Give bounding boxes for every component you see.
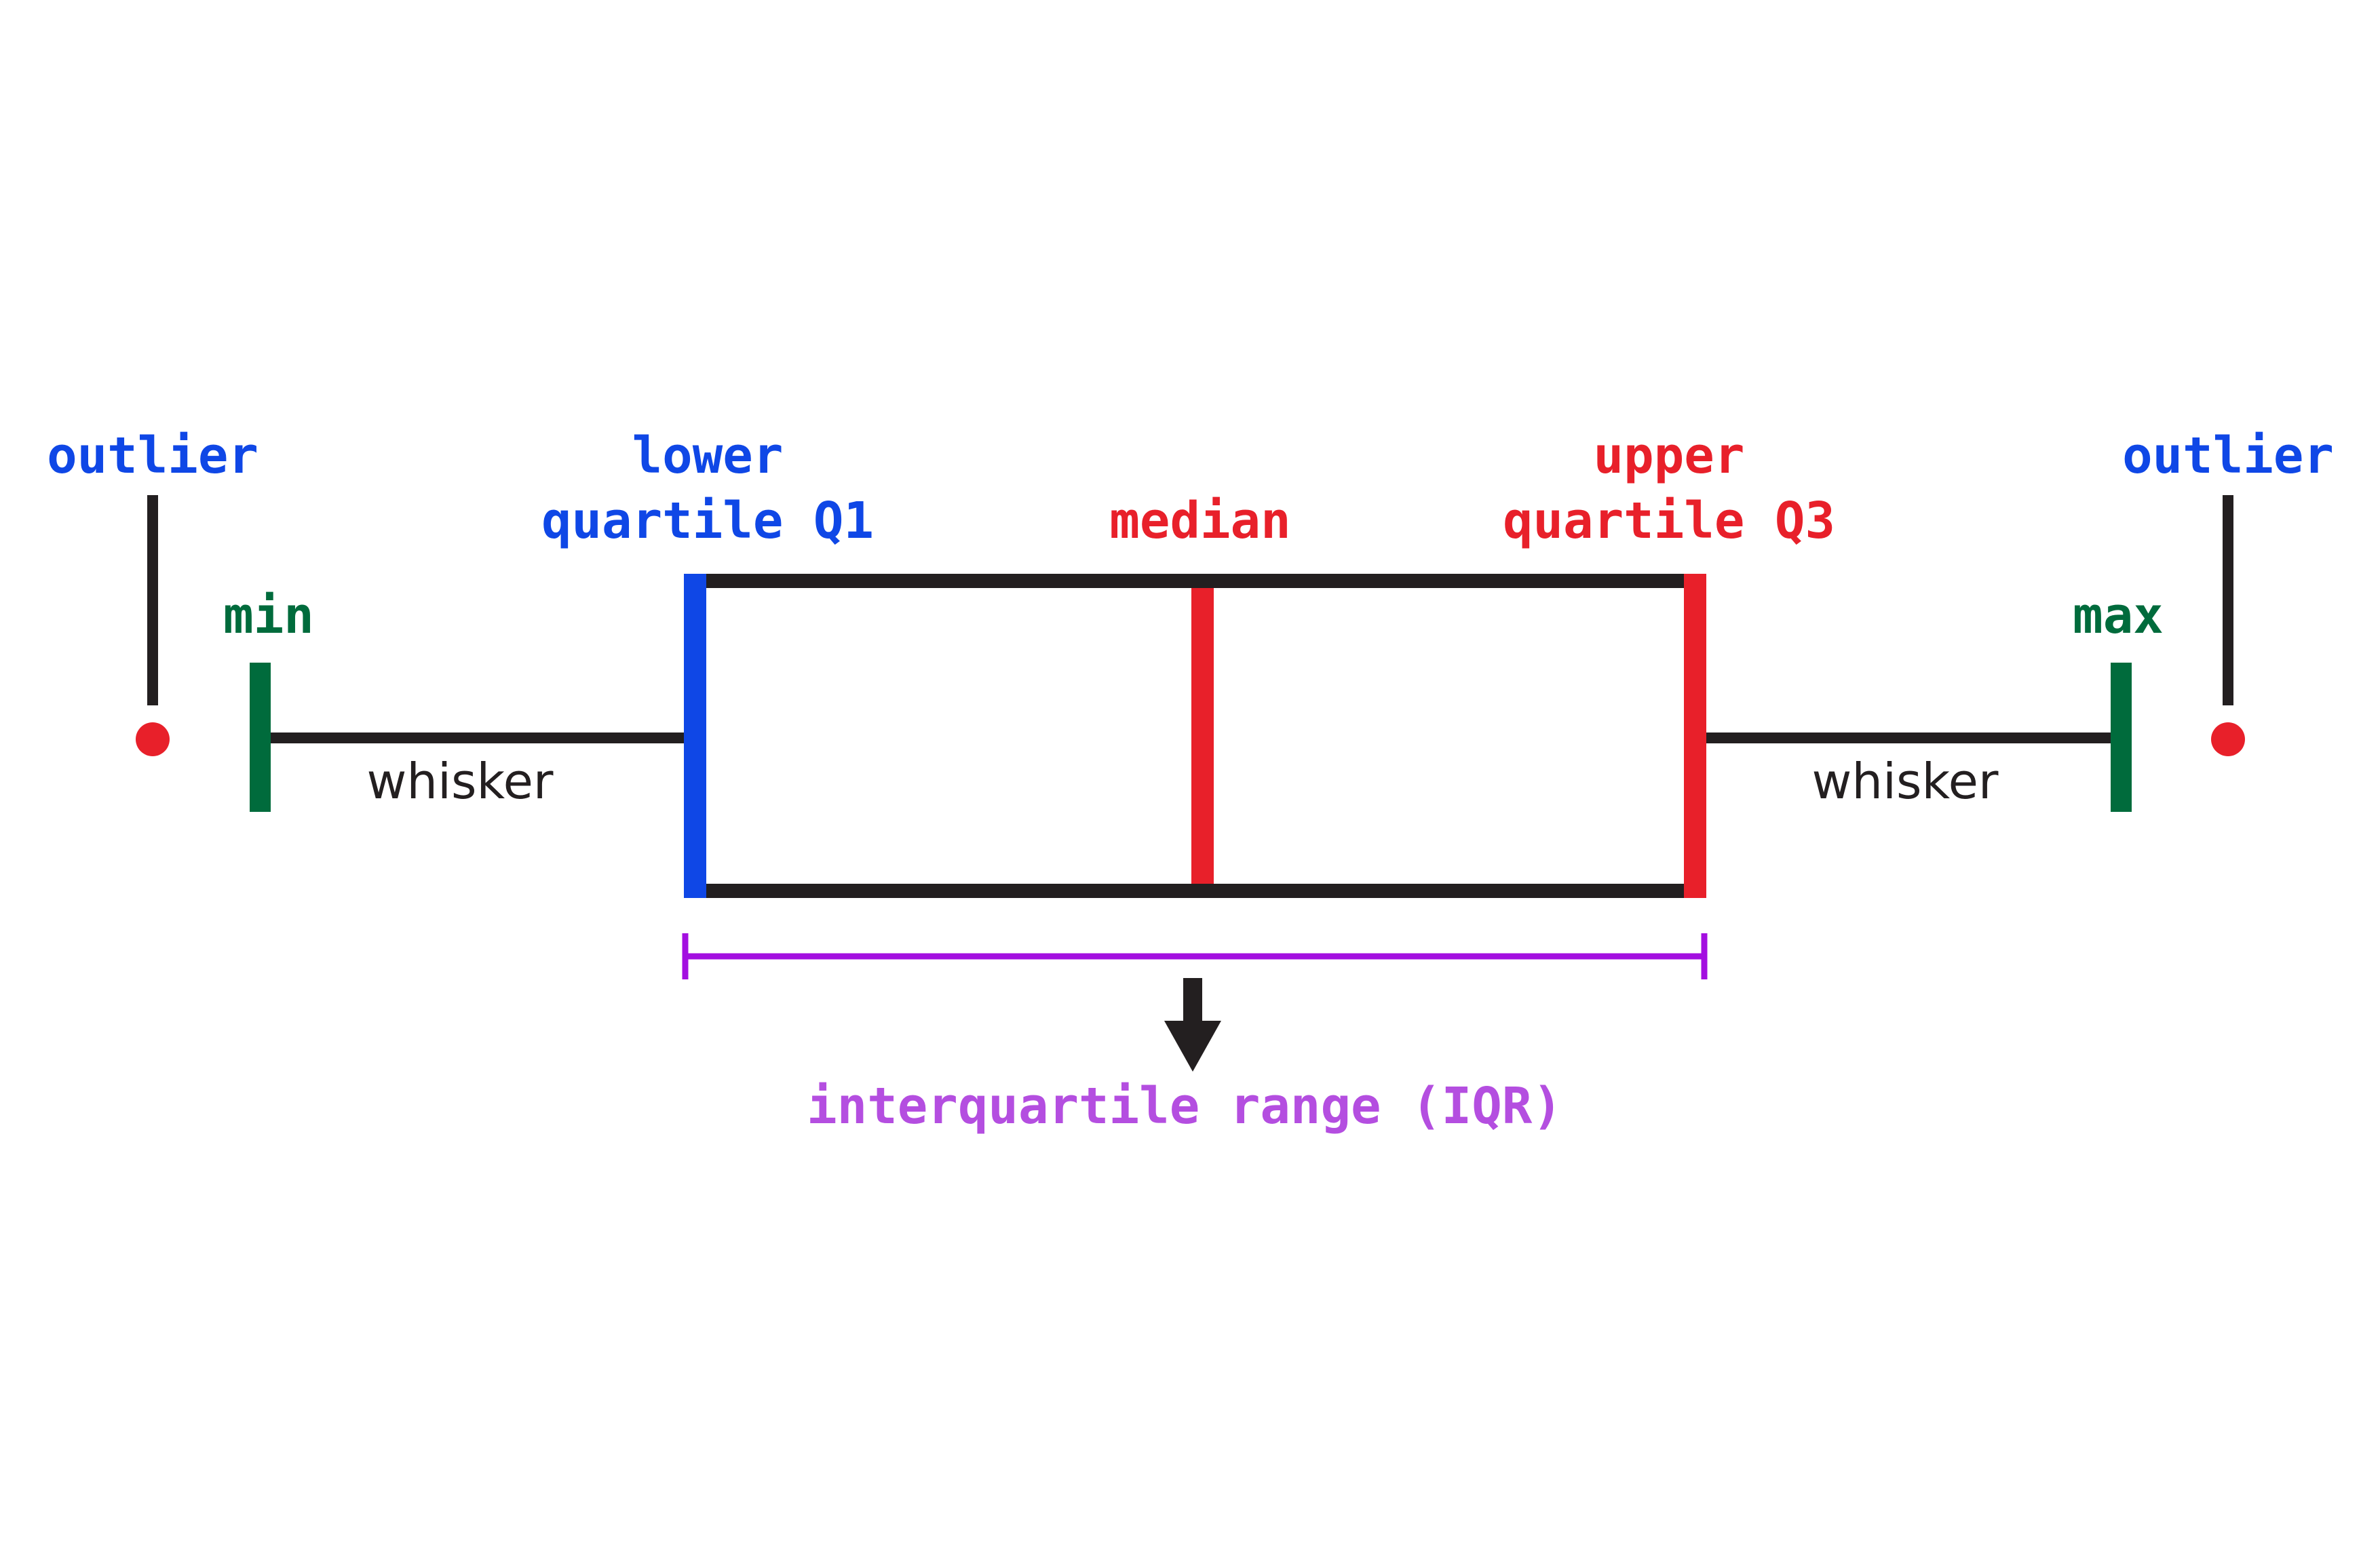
box-top-edge (685, 574, 1703, 588)
whisker-right-label: whisker (1811, 753, 1998, 810)
max-label: max (2073, 587, 2164, 645)
lower-quartile-label-line1: lower (632, 427, 784, 485)
max-cap (2111, 663, 2132, 812)
outlier-right-label: outlier (2122, 427, 2334, 485)
median-line (1191, 588, 1214, 884)
q3-line (1684, 574, 1706, 898)
iqr-label: interquartile range (IQR) (807, 1077, 1562, 1135)
upper-quartile-label-line1: upper (1594, 427, 1745, 485)
box-bottom-edge (685, 884, 1703, 898)
median-label: median (1109, 492, 1290, 550)
down-arrow-icon (1164, 978, 1221, 1072)
outlier-left-point (136, 722, 170, 756)
upper-quartile-label-line2: quartile Q3 (1503, 492, 1835, 550)
min-label: min (223, 587, 314, 645)
outlier-right-point (2211, 722, 2245, 756)
q1-line (684, 574, 706, 898)
lower-quartile-label-line2: quartile Q1 (541, 492, 874, 550)
whisker-left-label: whisker (366, 753, 553, 810)
min-cap (250, 663, 271, 812)
outlier-left-label: outlier (47, 427, 258, 485)
